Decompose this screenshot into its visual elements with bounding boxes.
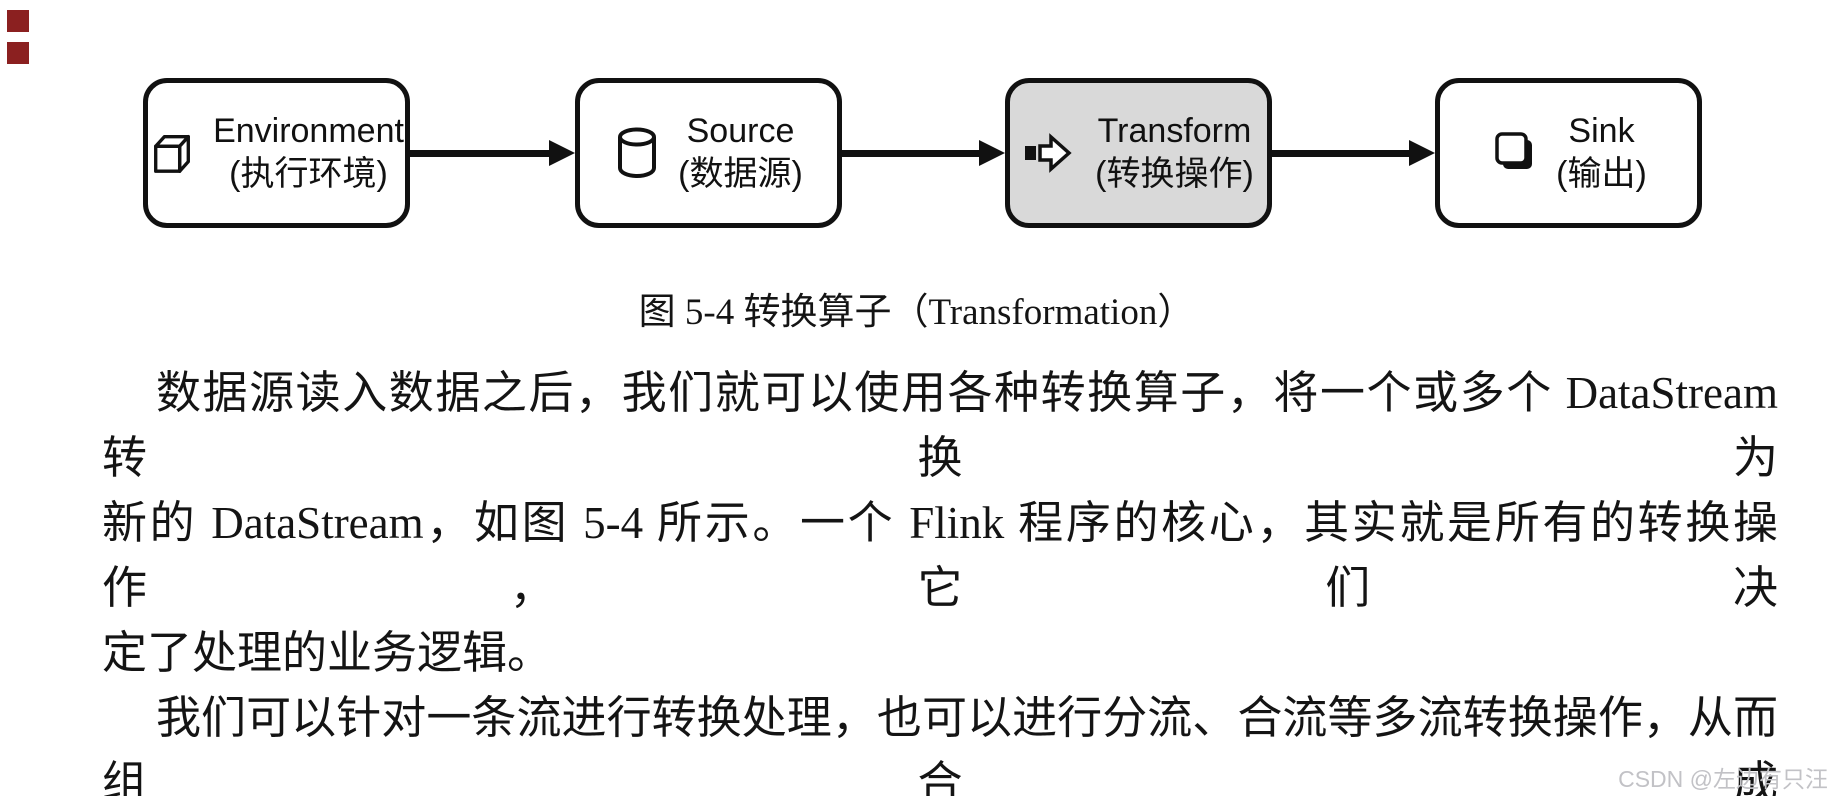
body-text-line: 我们可以针对一条流进行转换处理，也可以进行分流、合流等多流转换操作，从而组合成	[102, 693, 1778, 796]
node-subtitle: (输出)	[1556, 155, 1647, 193]
watermark: CSDN @左边有只汪	[1618, 766, 1828, 792]
body-text-line: 定了处理的业务逻辑。	[102, 628, 553, 678]
figure-caption: 图 5-4 转换算子（Transformation）	[638, 292, 1195, 333]
node-sink: Sink (输出)	[1435, 78, 1702, 228]
body-text-line: 新的 DataStream，如图 5-4 所示。一个 Flink 程序的核心，其…	[102, 498, 1778, 613]
node-transform: Transform (转换操作)	[1005, 78, 1272, 228]
node-source: Source (数据源)	[575, 78, 842, 228]
node-subtitle: (转换操作)	[1095, 155, 1254, 193]
node-title: Sink	[1568, 112, 1635, 150]
corner-marker-square	[7, 10, 29, 32]
body-text-line: 数据源读入数据之后，我们就可以使用各种转换算子，将一个或多个 DataStrea…	[102, 368, 1778, 483]
flow-arrow	[410, 140, 575, 166]
database-icon	[614, 127, 660, 179]
cube-icon	[149, 130, 195, 176]
body-text: 数据源读入数据之后，我们就可以使用各种转换算子，将一个或多个 DataStrea…	[102, 361, 1778, 796]
arrow-right-icon	[1023, 129, 1077, 177]
flow-arrow	[842, 140, 1005, 166]
documents-icon	[1490, 129, 1538, 177]
node-subtitle: (数据源)	[678, 155, 803, 193]
node-title: Transform	[1097, 112, 1252, 150]
corner-marker-square	[7, 42, 29, 64]
node-title: Environment	[213, 112, 404, 150]
node-subtitle: (执行环境)	[229, 155, 388, 193]
node-title: Source	[686, 112, 795, 150]
node-environment: Environment (执行环境)	[143, 78, 410, 228]
flow-arrow	[1272, 140, 1435, 166]
